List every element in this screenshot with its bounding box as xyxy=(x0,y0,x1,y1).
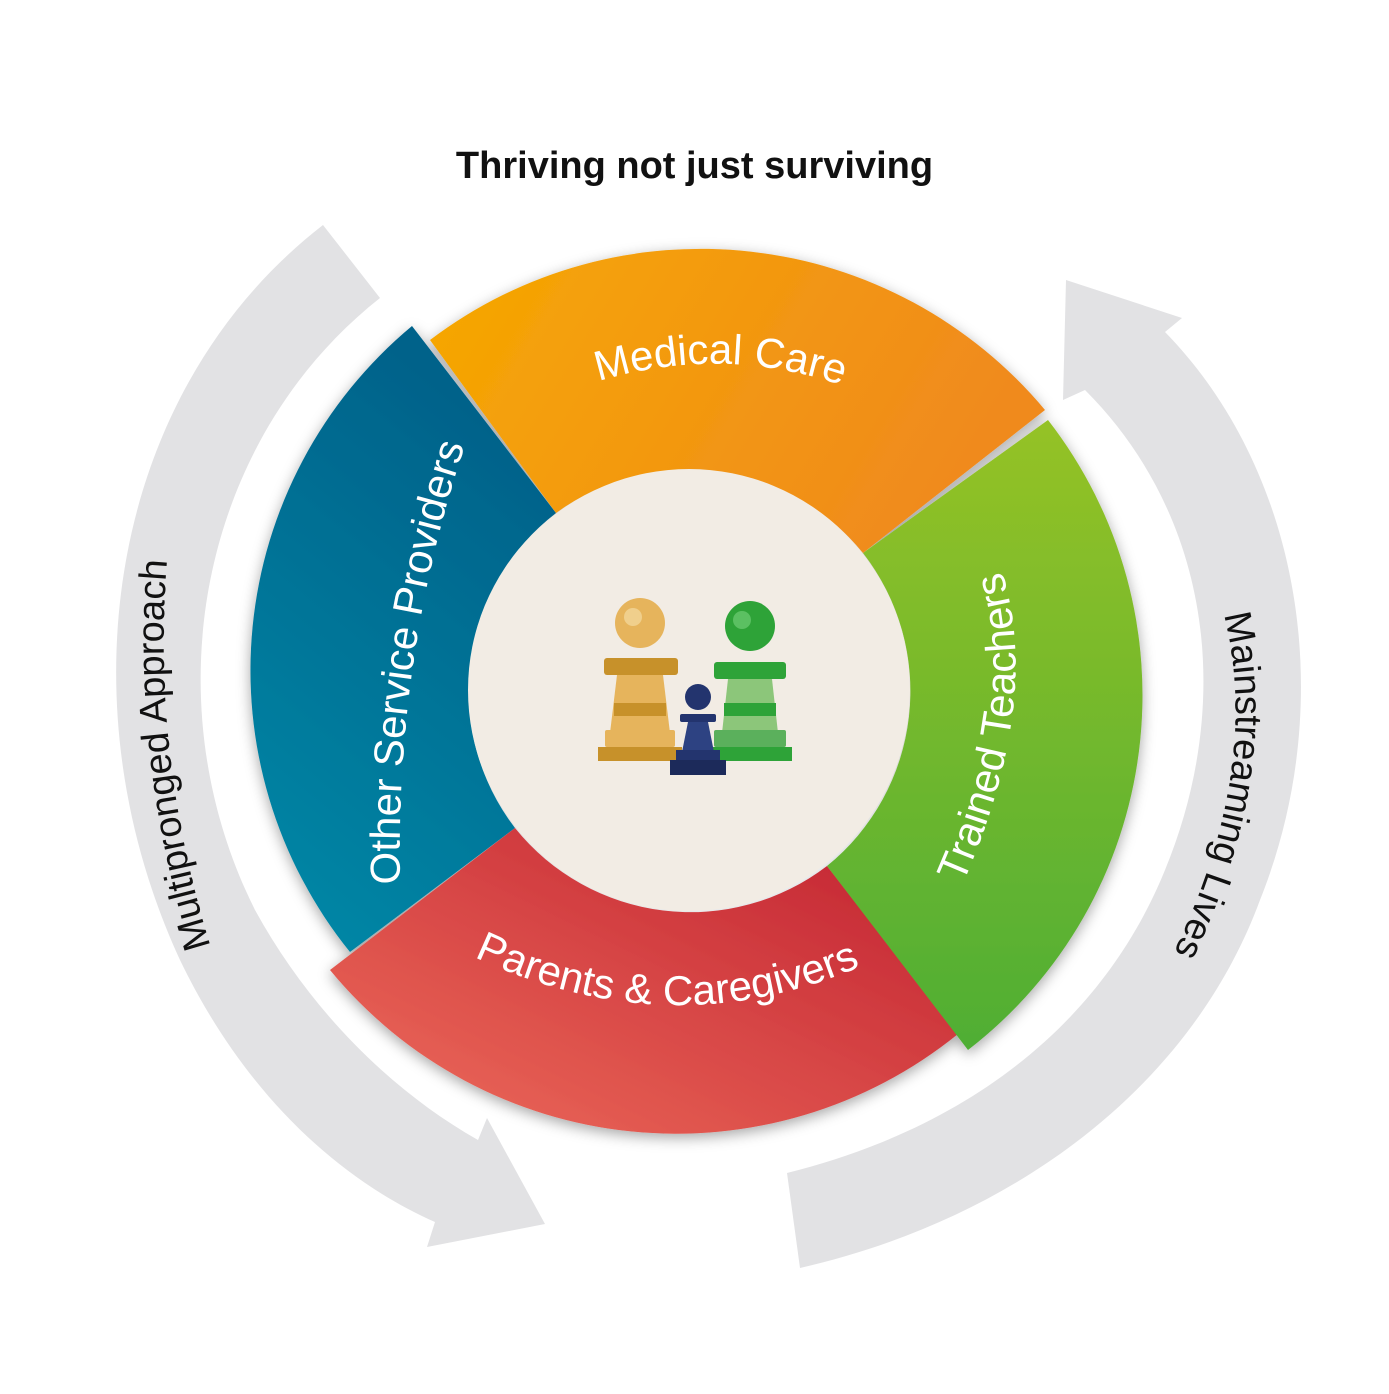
segment-trained-teachers xyxy=(827,420,1143,1050)
green-pawn xyxy=(708,601,792,761)
navy-pawn xyxy=(670,684,726,775)
segment-other-service-providers xyxy=(250,326,557,952)
right-cycle-arrow xyxy=(787,280,1301,1268)
tan-pawn xyxy=(598,598,682,761)
chess-pawns-icon xyxy=(598,598,792,775)
diagram-title: Thriving not just surviving xyxy=(455,145,934,187)
left-cycle-arrow xyxy=(116,225,546,1247)
segment-medical-care xyxy=(430,248,1045,553)
segment-parents-caregivers xyxy=(330,828,958,1134)
